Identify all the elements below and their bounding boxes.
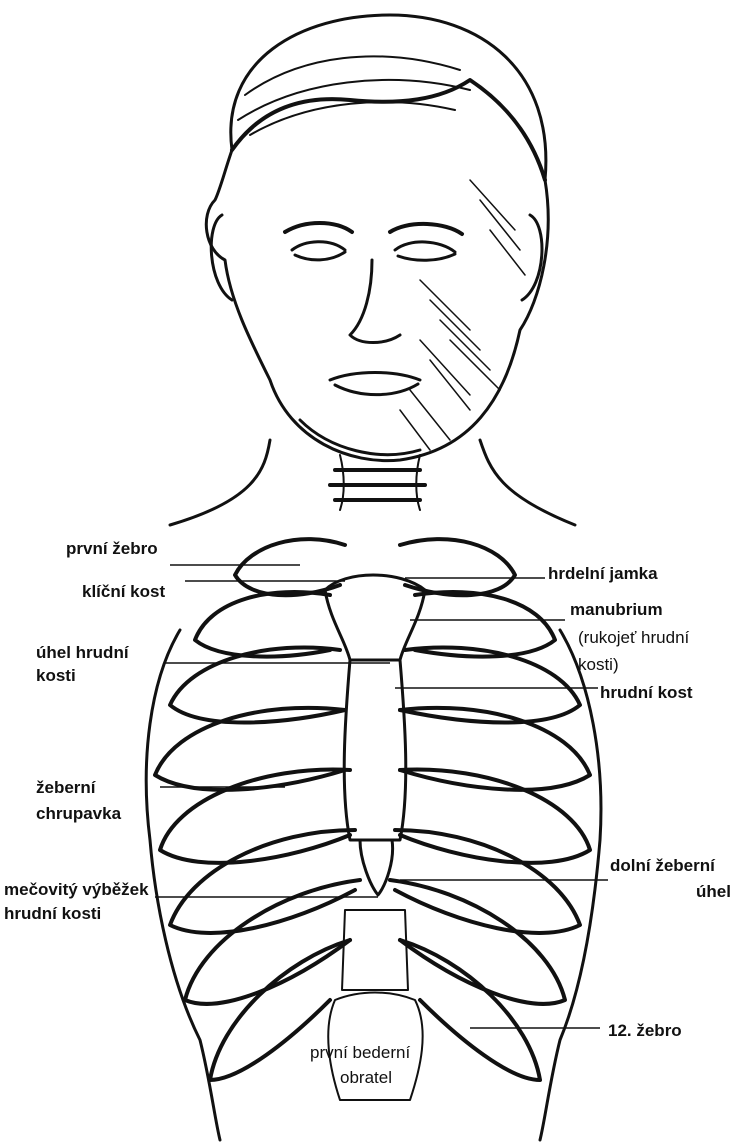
label-zeberni-chrupavka-line2: chrupavka xyxy=(36,804,121,824)
label-zeberni-chrupavka-line1: žeberní xyxy=(36,778,96,798)
label-manubrium: manubrium xyxy=(570,600,663,620)
label-mecovity-vybezek-line2: hrudní kosti xyxy=(4,904,101,924)
label-hrdelni-jamka: hrdelní jamka xyxy=(548,564,658,584)
label-prvni-bederni-obratel-line2: obratel xyxy=(340,1068,392,1088)
sternum xyxy=(325,575,425,895)
label-prvni-zebro: první žebro xyxy=(66,539,158,559)
label-rukojet-line1: (rukojeť hrudní xyxy=(578,628,689,648)
label-hrudni-kost: hrudní kost xyxy=(600,683,693,703)
face-shading xyxy=(400,180,525,450)
label-prvni-bederni-obratel-line1: první bederní xyxy=(310,1043,410,1063)
label-12-zebro: 12. žebro xyxy=(608,1021,682,1041)
label-rukojet-line2: kosti) xyxy=(578,655,619,675)
label-uhel-hrudni-kosti-line1: úhel hrudní xyxy=(36,643,129,663)
label-uhel-hrudni-kosti-line2: kosti xyxy=(36,666,76,686)
label-dolni-zeberni-uhel-line2: úhel xyxy=(696,882,731,902)
label-mecovity-vybezek-line1: mečovitý výběžek xyxy=(4,880,149,900)
label-dolni-zeberni-uhel-line1: dolní žeberní xyxy=(610,856,715,876)
label-klicni-kost: klíční kost xyxy=(82,582,165,602)
